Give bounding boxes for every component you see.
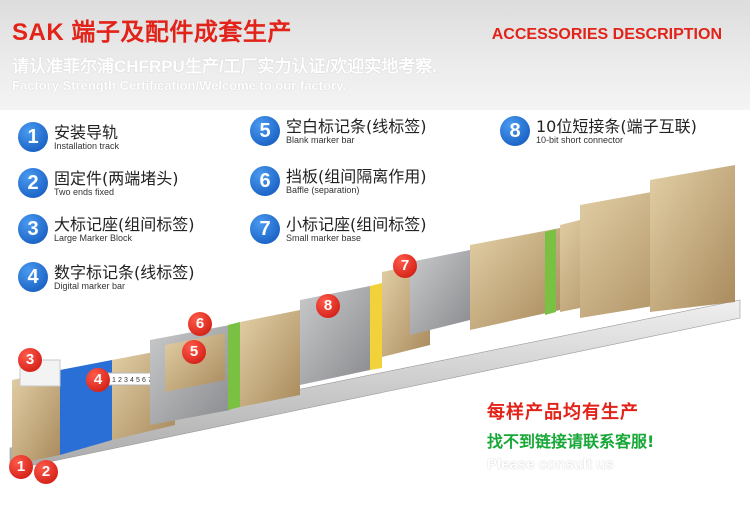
section-title: ACCESSORIES DESCRIPTION [491, 26, 722, 43]
legend-label-en: Large Marker Block [54, 233, 133, 243]
callout-badge-8: 8 [316, 294, 340, 318]
marker-digit: 1 [112, 377, 116, 384]
contact-service-note: 找不到链接请联系客服! [487, 432, 655, 451]
marker-digit: 8 [154, 377, 158, 384]
marker-digit: 3 [124, 377, 128, 384]
number-badge: 6 [250, 166, 280, 196]
marker-digit: 10 [166, 377, 174, 384]
legend-label-cn: 安装导轨 [54, 123, 119, 142]
number-badge: 1 [18, 122, 48, 152]
legend-label-en: Digital marker bar [54, 281, 126, 291]
legend-label-en: 10-bit short connector [536, 135, 624, 145]
legend-label-cn: 小标记座(组间标签) [286, 215, 427, 234]
marker-digit: 6 [142, 377, 146, 384]
legend-label-cn: 大标记座(组间标签) [54, 215, 195, 234]
header-banner: SAK 端子及配件成套生产 ACCESSORIES DESCRIPTION 请认… [0, 0, 750, 110]
marker-digit: 2 [118, 377, 122, 384]
number-badge: 4 [18, 262, 48, 292]
number-badge: 7 [250, 214, 280, 244]
legend-label-en: Baffle (separation) [286, 185, 360, 195]
consult-us-note: Please consult us [487, 456, 614, 473]
callout-badge-2: 2 [34, 460, 58, 484]
marker-digit: 7 [148, 377, 152, 384]
factory-claim-cn: 请认准菲尔浦CHFRPU生产/工厂实力认证/欢迎实地考察. [12, 57, 437, 76]
legend-label-en: Blank marker bar [286, 135, 355, 145]
marker-digit: 5 [136, 377, 140, 384]
terminal-group-2 [150, 310, 300, 425]
number-badge: 3 [18, 214, 48, 244]
legend-label-cn: 固定件(两端堵头) [54, 169, 179, 188]
callout-badge-6: 6 [188, 312, 212, 336]
production-slogan: 每样产品均有生产 [487, 402, 639, 423]
legend-label-en: Two ends fixed [54, 187, 115, 197]
callout-badge-3: 3 [18, 348, 42, 372]
number-badge: 2 [18, 168, 48, 198]
brand-title: SAK 端子及配件成套生产 [12, 19, 292, 46]
marker-digit: 9 [160, 377, 164, 384]
number-badge: 5 [250, 116, 280, 146]
legend-label-cn: 挡板(组间隔离作用) [286, 167, 427, 186]
factory-claim-en: Factory Strength Certification/Welcome t… [12, 78, 346, 93]
legend-label-cn: 10位短接条(端子互联) [536, 117, 697, 136]
legend-label-en: Installation track [54, 141, 120, 151]
marker-strip: 1 2 3 4 5 6 7 8 9 10 [107, 372, 175, 386]
legend-label-cn: 空白标记条(线标签) [286, 117, 427, 136]
callout-badge-4: 4 [86, 368, 110, 392]
callout-badge-1: 1 [9, 455, 33, 479]
callout-badge-5: 5 [182, 340, 206, 364]
callout-badge-7: 7 [393, 254, 417, 278]
legend-label-cn: 数字标记条(线标签) [54, 263, 195, 282]
number-badge: 8 [500, 116, 530, 146]
legend-label-en: Small marker base [286, 233, 362, 243]
terminal-group-4 [470, 165, 735, 330]
marker-digit: 4 [130, 377, 134, 384]
